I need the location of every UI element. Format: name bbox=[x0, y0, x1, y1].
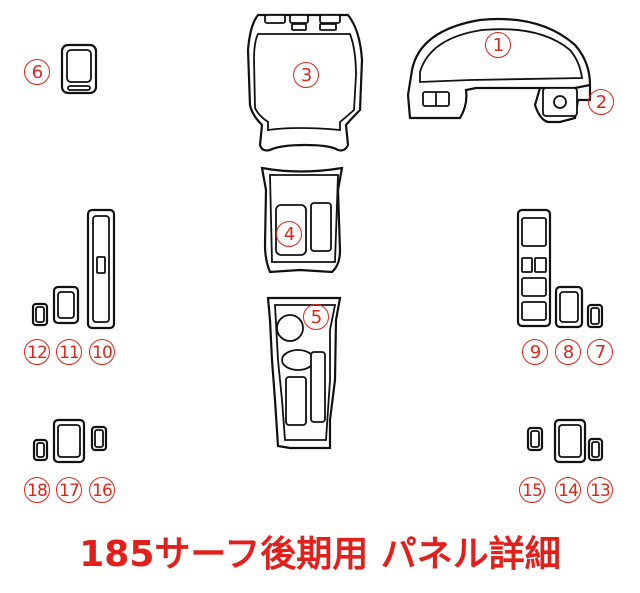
part-label-9: 9 bbox=[522, 339, 548, 365]
part-5-shape bbox=[266, 296, 342, 450]
part-label-5: 5 bbox=[303, 304, 329, 330]
part-6-shape bbox=[60, 43, 98, 95]
part-label-6: 6 bbox=[24, 59, 50, 85]
part-4-shape bbox=[260, 166, 344, 274]
part-label-8: 8 bbox=[555, 339, 581, 365]
part-label-18: 18 bbox=[24, 477, 50, 503]
part-label-2: 2 bbox=[588, 89, 614, 115]
page-title: 185サーフ後期用 パネル詳細 bbox=[79, 534, 561, 575]
part-17-shape bbox=[52, 418, 86, 464]
part-label-13: 13 bbox=[587, 477, 613, 503]
part-11-shape bbox=[52, 285, 80, 325]
part-label-3: 3 bbox=[293, 62, 319, 88]
part-12-shape bbox=[31, 302, 49, 327]
part-label-1: 1 bbox=[485, 32, 511, 58]
part-label-15: 15 bbox=[519, 477, 545, 503]
part-label-12: 12 bbox=[24, 339, 50, 365]
part-label-7: 7 bbox=[587, 339, 613, 365]
part-label-4: 4 bbox=[276, 221, 302, 247]
part-18-shape bbox=[32, 438, 49, 462]
part-10-shape bbox=[86, 208, 116, 330]
part-9-shape bbox=[516, 208, 552, 328]
part-15-shape bbox=[526, 426, 544, 452]
part-label-14: 14 bbox=[555, 477, 581, 503]
part-label-17: 17 bbox=[56, 477, 82, 503]
part-14-shape bbox=[553, 418, 587, 464]
part-13-shape bbox=[587, 437, 604, 462]
part-7-shape bbox=[586, 303, 604, 329]
part-label-11: 11 bbox=[56, 339, 82, 365]
part-label-10: 10 bbox=[89, 339, 115, 365]
part-label-16: 16 bbox=[89, 477, 115, 503]
part-8-shape bbox=[554, 285, 584, 329]
part-16-shape bbox=[90, 425, 108, 452]
